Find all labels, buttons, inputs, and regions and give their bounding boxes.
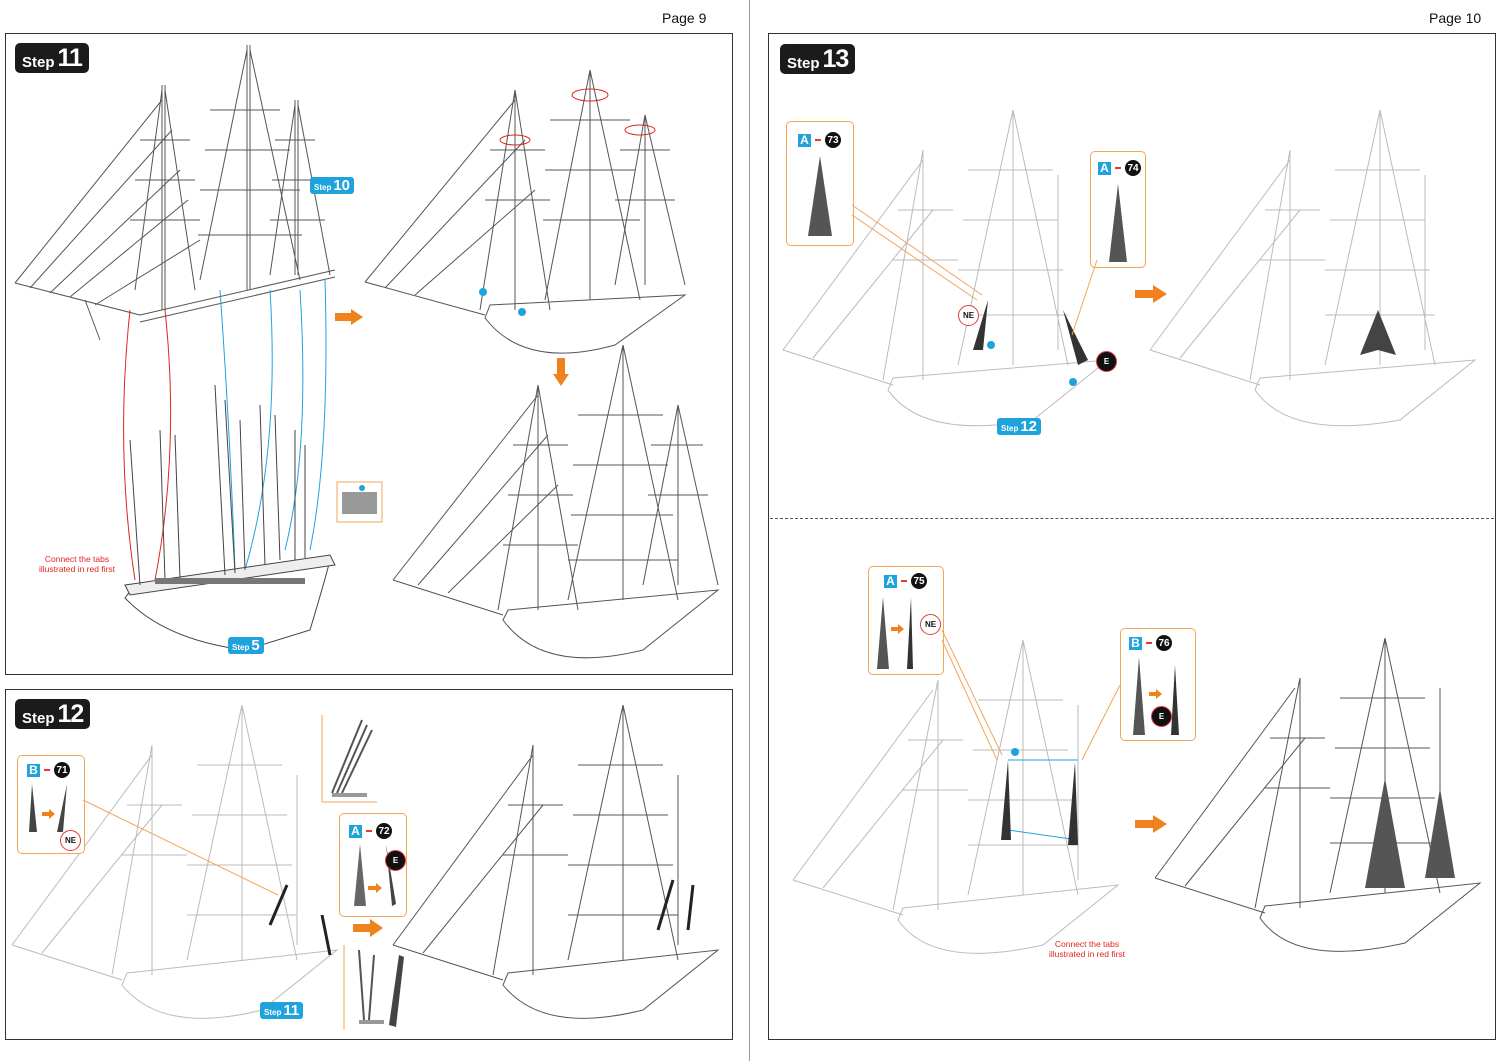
- arrow-right-icon: [335, 309, 363, 325]
- arrow-right-icon: [1135, 815, 1167, 833]
- ship-illustration-complete: [1149, 109, 1477, 427]
- ship-illustration-complete: [1154, 637, 1482, 952]
- dash: [366, 830, 372, 832]
- sheet-letter: A: [884, 574, 897, 588]
- detail-inset-top: [321, 715, 377, 803]
- step-word: Step: [1001, 424, 1019, 433]
- ship-illustration-faded: [792, 639, 1120, 954]
- part-73-callout: A 73: [786, 121, 854, 246]
- callout-leader: [851, 204, 1098, 336]
- mast-part-icon: [1109, 184, 1127, 262]
- detail-inset-bottom: [343, 945, 404, 1030]
- step-number: 11: [283, 1002, 300, 1019]
- note-line-2: illustrated in red first: [1048, 949, 1126, 959]
- ne-label: NE: [958, 305, 979, 326]
- note-line-1: Connect the tabs: [1054, 939, 1120, 949]
- mast-part-icon: [877, 597, 913, 669]
- ref-step-12-tag: Step 12: [997, 418, 1042, 435]
- hull-illustration: [124, 384, 336, 651]
- page-number-right: Page 10: [1429, 10, 1482, 26]
- dash: [44, 769, 50, 771]
- step-12-badge: Step 12: [15, 699, 91, 729]
- ref-step-10-tag: Step 10: [310, 177, 355, 194]
- step-number: 11: [57, 44, 83, 72]
- step-number: 12: [1020, 418, 1038, 435]
- guide-lines: [123, 279, 327, 581]
- arrow-right-icon: [353, 919, 383, 937]
- part-number: 76: [1156, 635, 1172, 651]
- connect-tabs-note: Connect the tabs illustrated in red firs…: [27, 554, 127, 574]
- part-71-tag: B 71: [27, 762, 70, 778]
- part-72-tag: A 72: [349, 823, 392, 839]
- arrow-down-icon: [553, 358, 569, 386]
- mast-part-icon: [808, 156, 832, 236]
- note-line-2: illustrated in red first: [38, 564, 116, 574]
- part-72-callout: A 72 E: [339, 813, 407, 917]
- part-74-tag: A 74: [1098, 160, 1141, 176]
- part-number: 75: [911, 573, 927, 589]
- step-word: Step: [787, 55, 820, 72]
- step-number: 5: [251, 637, 260, 654]
- step-number: 10: [333, 177, 351, 194]
- e-label: E: [1096, 351, 1117, 372]
- part-74-callout: A 74: [1090, 151, 1146, 268]
- ship-illustration-complete: [392, 344, 720, 659]
- note-line-1: Connect the tabs: [44, 554, 110, 564]
- section-divider: [770, 518, 1494, 519]
- mast-part-icon: [1133, 657, 1179, 735]
- part-71-callout: B 71 NE: [17, 755, 85, 854]
- part-number: 71: [54, 762, 70, 778]
- step-word: Step: [22, 54, 55, 71]
- dash: [1115, 167, 1121, 169]
- dash: [901, 580, 907, 582]
- callout-leader: [941, 629, 1121, 761]
- sheet-letter: A: [349, 824, 362, 838]
- ref-step-5-tag: Step 5: [228, 637, 264, 654]
- dash: [815, 139, 821, 141]
- e-label: E: [385, 850, 406, 871]
- page-divider: [749, 0, 750, 1061]
- step-word: Step: [22, 710, 55, 727]
- ship-illustration-progress: [364, 69, 687, 354]
- dash: [1146, 642, 1152, 644]
- sheet-letter: A: [798, 133, 811, 147]
- sheet-letter: B: [1129, 636, 1142, 650]
- e-label: E: [1151, 706, 1172, 727]
- part-76-callout: B 76 E: [1120, 628, 1196, 741]
- callout-leader: [82, 799, 279, 896]
- step-number: 12: [57, 700, 85, 728]
- part-number: 74: [1125, 160, 1141, 176]
- ne-label: NE: [920, 614, 941, 635]
- step-word: Step: [232, 643, 250, 652]
- detail-inset: [336, 481, 383, 523]
- arrow-right-icon: [1135, 285, 1167, 303]
- step-number: 13: [822, 45, 850, 73]
- step-13-badge: Step 13: [780, 44, 856, 74]
- ship-illustration-rigging: [14, 45, 336, 341]
- ship-illustration-complete: [392, 704, 720, 1019]
- part-number: 73: [825, 132, 841, 148]
- part-75-callout: A 75 NE: [868, 566, 944, 675]
- part-75-tag: A 75: [884, 573, 927, 589]
- sheet-letter: B: [27, 763, 40, 777]
- connect-tabs-note: Connect the tabs illustrated in red firs…: [1037, 939, 1137, 959]
- part-73-tag: A 73: [798, 132, 841, 148]
- step-word: Step: [264, 1008, 282, 1017]
- page-number-left: Page 9: [662, 10, 707, 26]
- ne-label: NE: [60, 830, 81, 851]
- part-number: 72: [376, 823, 392, 839]
- part-76-tag: B 76: [1129, 635, 1172, 651]
- step-11-badge: Step 11: [15, 43, 89, 73]
- step-word: Step: [314, 183, 332, 192]
- sheet-letter: A: [1098, 161, 1111, 175]
- ref-step-11-tag: Step 11: [260, 1002, 304, 1019]
- mast-part-icon: [29, 784, 67, 832]
